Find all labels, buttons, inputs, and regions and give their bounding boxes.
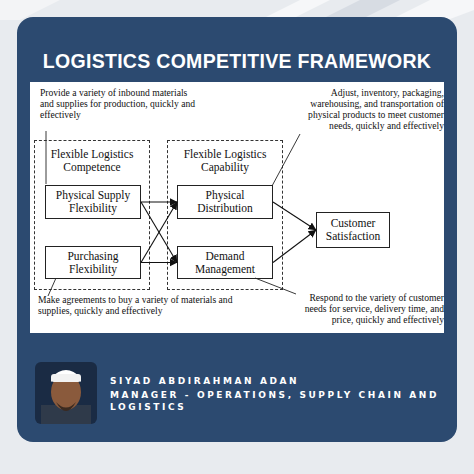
process-box: Customer Satisfaction [316,212,390,248]
leader-line [48,278,56,296]
photo-frame [35,362,97,424]
annotation-note: Adjust, inventory, packaging, warehousin… [286,87,444,131]
annotation-note: Provide a variety of inbound materials a… [40,87,200,120]
card-background [17,17,457,442]
photo-cap [51,374,81,382]
dashed-group-box: Flexible Logistics CompetencePhysical Su… [34,140,150,290]
photo-beard [56,402,76,411]
author-name: SIYAD ABDIRAHMAN ADAN [110,375,440,387]
arrow-connector [141,262,177,263]
diagram-panel [30,82,444,333]
photo-face [51,374,81,410]
process-box: Physical Distribution [177,185,273,219]
author-role: MANAGER - OPERATIONS, SUPPLY CHAIN AND L… [110,389,440,413]
group-heading: Flexible Logistics Capability [168,141,282,174]
leader-line [272,134,300,186]
leader-line [46,131,47,184]
annotation-note: Make agreements to buy a variety of mate… [38,294,253,316]
diagram-title: LOGISTICS COMPETITIVE FRAMEWORK [17,50,457,73]
annotation-note: Respond to the variety of customer needs… [290,292,444,325]
arrow-connector [273,202,316,230]
process-box: Purchasing Flexibility [45,246,141,279]
group-heading: Flexible Logistics Competence [35,141,149,174]
process-box: Demand Management [177,246,273,279]
process-box: Physical Supply Flexibility [45,185,141,219]
arrow-connector [141,202,177,263]
dashed-group-box: Flexible Logistics CapabilityPhysical Di… [167,140,283,290]
arrow-connector [141,202,177,263]
photo-cap [51,370,81,382]
box-label: Demand Management [178,250,272,276]
leader-line [255,278,296,294]
arrow-connector [273,230,316,263]
box-label: Purchasing Flexibility [46,250,140,276]
box-label: Physical Distribution [178,189,272,215]
box-label: Physical Supply Flexibility [46,189,140,215]
arrow-connector [141,201,177,202]
box-label: Customer Satisfaction [317,217,389,243]
